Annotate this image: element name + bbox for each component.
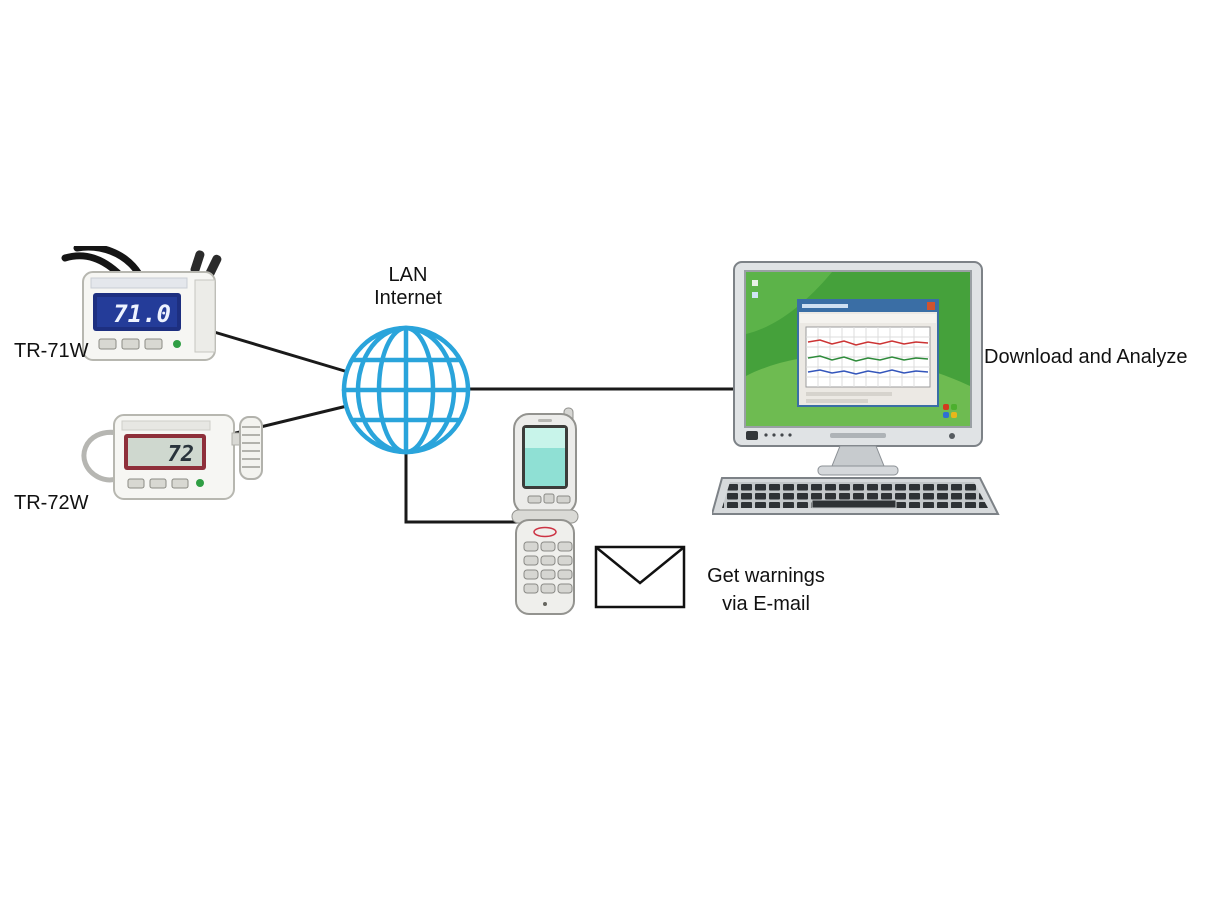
desktop-icon (752, 280, 758, 286)
humidity-sensor (231, 416, 263, 480)
envelope-icon (594, 545, 686, 609)
monitor-stand (817, 445, 899, 476)
status-led (173, 340, 181, 348)
computer-label: Download and Analyze (984, 346, 1188, 368)
brand-strip (830, 433, 886, 438)
email-label: Get warnings via E-mail (684, 562, 848, 618)
keypad (523, 541, 573, 594)
network-label-line2: Internet (374, 287, 442, 309)
network-label: LAN Internet (346, 264, 470, 310)
chart-trace-green (807, 355, 929, 362)
xp-logo-icon (943, 404, 957, 418)
tr71w-label: TR-71W (14, 340, 89, 362)
lcd-screen (128, 438, 202, 466)
globe-icon (341, 325, 471, 455)
side-panel (194, 279, 216, 353)
mobile-phone (498, 406, 598, 626)
data-logger-tr71w: 71.0 (55, 243, 245, 366)
computer (710, 258, 1002, 518)
sensor-cable (73, 243, 143, 278)
lcd-reading: 71.0 (113, 300, 171, 328)
email-label-line2: via E-mail (722, 593, 810, 615)
device-buttons (98, 338, 163, 350)
chart-grid (806, 327, 930, 387)
app-window (797, 299, 939, 407)
internet-globe (338, 322, 474, 463)
close-icon (927, 302, 935, 310)
line-tr71w-to-globe (213, 330, 349, 374)
monitor (733, 261, 983, 447)
tr72w-label: TR-72W (14, 492, 89, 514)
tr72w-illustration: 72 (81, 414, 263, 500)
status-led (196, 479, 204, 487)
chart-trace-red (807, 339, 929, 346)
phone-illustration (511, 407, 579, 615)
chart-trace-blue (807, 369, 929, 375)
device-buttons (127, 478, 189, 489)
name-strip (90, 277, 188, 289)
power-button (949, 433, 955, 439)
desktop-icon (752, 292, 758, 298)
name-strip (121, 420, 211, 431)
line-globe-to-phone (404, 451, 520, 524)
monitor-controls (746, 431, 758, 440)
computer-illustration (710, 261, 1000, 515)
data-logger-tr72w: 72 (70, 393, 275, 511)
email-envelope (594, 545, 686, 609)
lcd-screen (97, 297, 177, 327)
lcd-reading: 72 (168, 442, 195, 467)
lower-shell (515, 519, 575, 615)
spacebar (811, 499, 897, 509)
email-label-line1: Get warnings (707, 565, 825, 587)
microphone (543, 602, 547, 606)
keyboard (710, 477, 1000, 515)
nav-buttons (527, 493, 571, 504)
brand-logo (533, 526, 557, 538)
network-label-line1: LAN (388, 264, 428, 286)
earpiece (538, 419, 552, 422)
tr71w-illustration: 71.0 (61, 243, 222, 361)
